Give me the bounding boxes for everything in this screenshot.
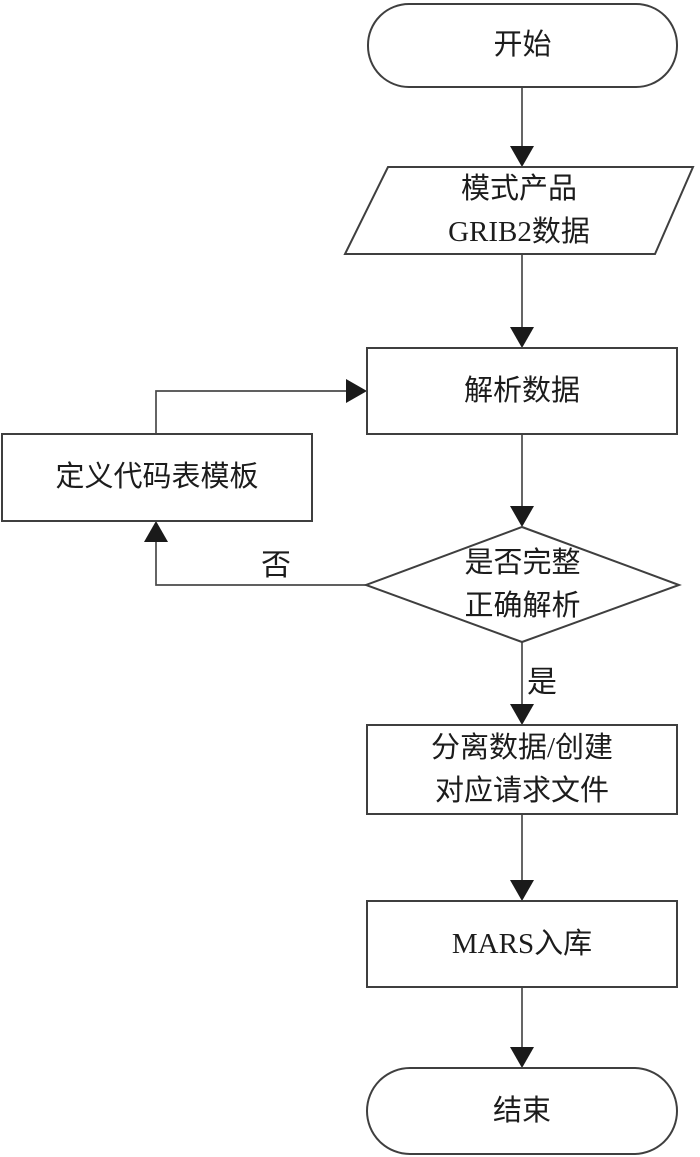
end-terminator-shape xyxy=(366,1067,678,1155)
define-process-shape xyxy=(1,433,313,522)
input-parallelogram-shape xyxy=(343,166,695,255)
arrowhead-into-separate xyxy=(510,704,534,725)
arrowhead-into-end xyxy=(510,1047,534,1068)
arrowhead-into-input xyxy=(510,146,534,167)
decision-diamond-shape xyxy=(363,525,682,644)
arrowhead-into-define xyxy=(144,521,168,542)
parse-process-shape xyxy=(366,347,678,435)
start-terminator-shape xyxy=(367,3,678,88)
edge-define-to-parse xyxy=(155,390,346,434)
arrowhead-into-decision xyxy=(510,506,534,527)
edge-decision-no xyxy=(155,541,366,586)
arrowhead-into-mars xyxy=(510,880,534,901)
arrowhead-into-parse xyxy=(510,327,534,348)
separate-process-shape xyxy=(366,724,678,815)
mars-process-shape xyxy=(366,900,678,988)
arrowhead-define-to-parse xyxy=(346,379,367,403)
